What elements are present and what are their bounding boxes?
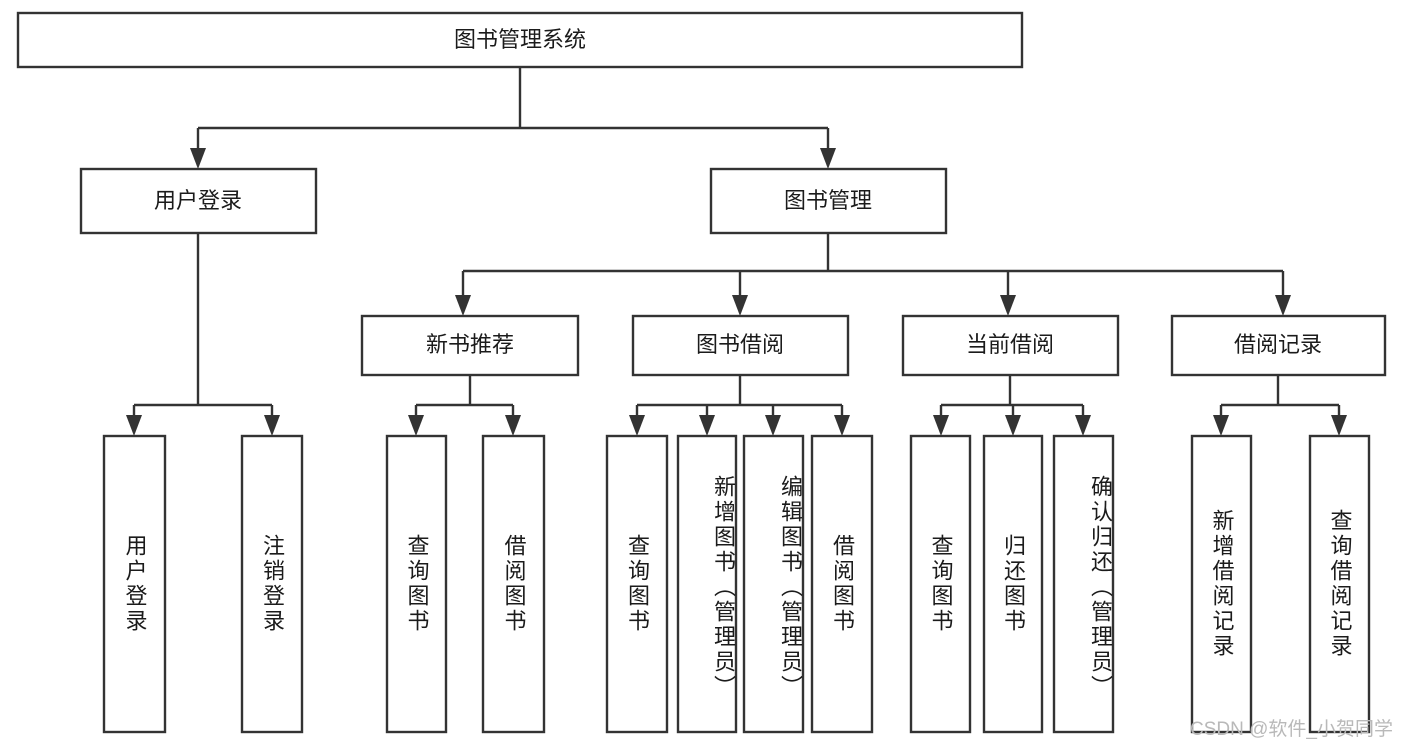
leaf-box-return-book[interactable] [982, 434, 1044, 734]
node-label-current-borrow: 当前借阅 [966, 332, 1054, 357]
arrow-leaf-logout [264, 415, 280, 436]
arrow-leaf-add-book [699, 415, 715, 436]
leaf-box-query-book-2[interactable] [605, 434, 669, 734]
leaf-box-query-book-1[interactable] [385, 434, 448, 734]
arrow-leaf-user-login [126, 415, 142, 436]
arrow-leaf-query-record [1331, 415, 1347, 436]
node-borrow-record[interactable] [1170, 314, 1387, 377]
arrow-to-user-login [190, 148, 206, 169]
node-book-management[interactable] [709, 167, 948, 235]
leaf-box-borrow-book-1[interactable] [481, 434, 546, 734]
arrow-leaf-query-book-3 [933, 415, 949, 436]
leaf-box-confirm-return[interactable] [1052, 434, 1115, 734]
arrow-to-book-mgmt [820, 148, 836, 169]
node-label-new-book-recommend: 新书推荐 [426, 332, 514, 357]
leaf-box-borrow-book-2[interactable] [810, 434, 874, 734]
node-label-book-management: 图书管理 [784, 188, 872, 213]
leaf-box-edit-book[interactable] [742, 434, 805, 734]
leaf-box-query-record[interactable] [1308, 434, 1371, 734]
node-user-login[interactable] [79, 167, 318, 235]
watermark-text: CSDN @软件_小贺同学 [1190, 719, 1393, 740]
node-current-borrow[interactable] [901, 314, 1120, 377]
node-label-borrow-record: 借阅记录 [1234, 332, 1322, 357]
arrow-leaf-query-book-2 [629, 415, 645, 436]
node-layer: 图书管理系统 用户登录 图书管理 新书推荐 图书借阅 当前借阅 借阅记录 [16, 11, 1387, 734]
arrow-to-newbook [455, 295, 471, 316]
arrow-to-borrow [732, 295, 748, 316]
arrow-leaf-borrow-book-1 [505, 415, 521, 436]
arrow-to-borrow-record [1275, 295, 1291, 316]
arrow-leaf-edit-book [765, 415, 781, 436]
leaf-box-logout[interactable] [240, 434, 304, 734]
node-book-management-system[interactable] [16, 11, 1024, 69]
leaf-box-add-book[interactable] [676, 434, 738, 734]
node-label-book-borrow: 图书借阅 [696, 332, 784, 357]
arrow-leaf-return-book [1005, 415, 1021, 436]
leaf-box-add-record[interactable] [1190, 434, 1253, 734]
node-label-root: 图书管理系统 [454, 27, 586, 52]
connector-layer [126, 67, 1347, 436]
node-label-user-login: 用户登录 [154, 188, 242, 213]
leaf-box-user-login[interactable] [102, 434, 167, 734]
arrow-leaf-confirm-return [1075, 415, 1091, 436]
arrow-leaf-borrow-book-2 [834, 415, 850, 436]
arrow-to-current-borrow [1000, 295, 1016, 316]
node-new-book-recommend[interactable] [360, 314, 580, 377]
arrow-leaf-add-record [1213, 415, 1229, 436]
arrow-leaf-query-book-1 [408, 415, 424, 436]
node-book-borrow[interactable] [631, 314, 850, 377]
leaf-box-query-book-3[interactable] [909, 434, 972, 734]
